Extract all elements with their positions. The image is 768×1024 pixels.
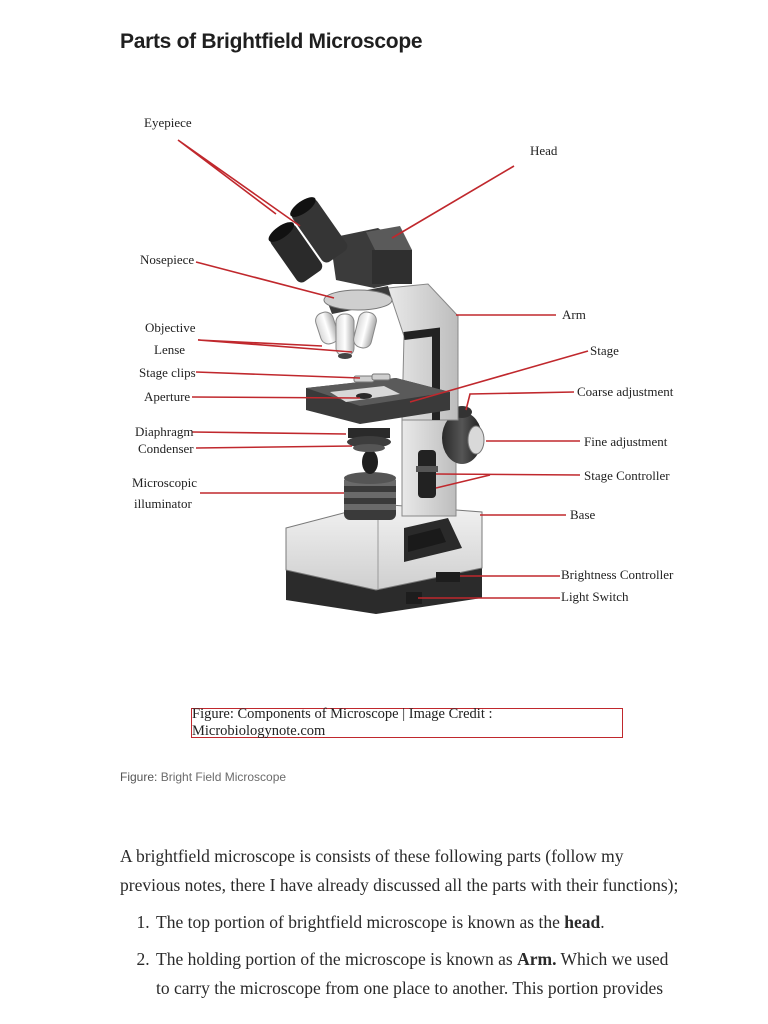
list-item-bold: Arm. xyxy=(517,949,557,969)
label-objective-line2: Lense xyxy=(154,342,185,357)
intro-paragraph: A brightfield microscope is consists of … xyxy=(120,846,679,895)
image-credit-box: Figure: Components of Microscope | Image… xyxy=(191,706,623,739)
label-light-switch: Light Switch xyxy=(561,589,629,604)
page-title: Parts of Brightfield Microscope xyxy=(120,30,423,53)
label-illuminator-line2: illuminator xyxy=(134,496,192,511)
label-diaphragm: Diaphragm xyxy=(135,424,193,439)
microscope-diagram: Eyepiece Head Nosepiece Objective Lense … xyxy=(132,115,674,614)
article-body: A brightfield microscope is consists of … xyxy=(120,842,680,1011)
diagram-labels: Eyepiece Head Nosepiece Objective Lense … xyxy=(132,115,674,604)
label-objective-line1: Objective xyxy=(145,320,196,335)
list-item: The top portion of brightfield microscop… xyxy=(154,908,680,937)
label-condenser: Condenser xyxy=(138,441,194,456)
label-stage-controller: Stage Controller xyxy=(584,468,670,483)
label-eyepiece: Eyepiece xyxy=(144,115,192,130)
list-item-text: The holding portion of the microscope is… xyxy=(156,949,518,969)
leader-lines xyxy=(177,139,589,599)
label-coarse-adjustment: Coarse adjustment xyxy=(577,384,674,399)
label-nosepiece: Nosepiece xyxy=(140,252,194,267)
caption-prefix: Figure: xyxy=(120,770,158,784)
list-item-bold: head xyxy=(564,912,601,932)
image-credit-text: Figure: Components of Microscope | Image… xyxy=(192,706,493,739)
list-item-text-end: Which we used to carry the microscope fr… xyxy=(156,949,669,998)
label-arm: Arm xyxy=(562,307,586,322)
illuminator-shape xyxy=(344,450,396,520)
list-item-text-end: . xyxy=(600,912,605,932)
list-item-text: The top portion of brightfield microscop… xyxy=(156,912,565,932)
label-stage: Stage xyxy=(590,343,619,358)
label-fine-adjustment: Fine adjustment xyxy=(584,434,668,449)
label-base: Base xyxy=(570,507,596,522)
label-aperture: Aperture xyxy=(144,389,190,404)
list-item: The holding portion of the microscope is… xyxy=(154,945,680,1003)
caption-text: Bright Field Microscope xyxy=(157,770,287,784)
label-brightness-controller: Brightness Controller xyxy=(561,567,674,582)
label-head: Head xyxy=(530,143,558,158)
label-stage-clips: Stage clips xyxy=(139,365,196,380)
label-illuminator-line1: Microscopic xyxy=(132,475,197,490)
figure-caption: Figure: Bright Field Microscope xyxy=(120,770,286,784)
parts-list: The top portion of brightfield microscop… xyxy=(120,908,680,1003)
microscope-illustration xyxy=(268,197,485,614)
